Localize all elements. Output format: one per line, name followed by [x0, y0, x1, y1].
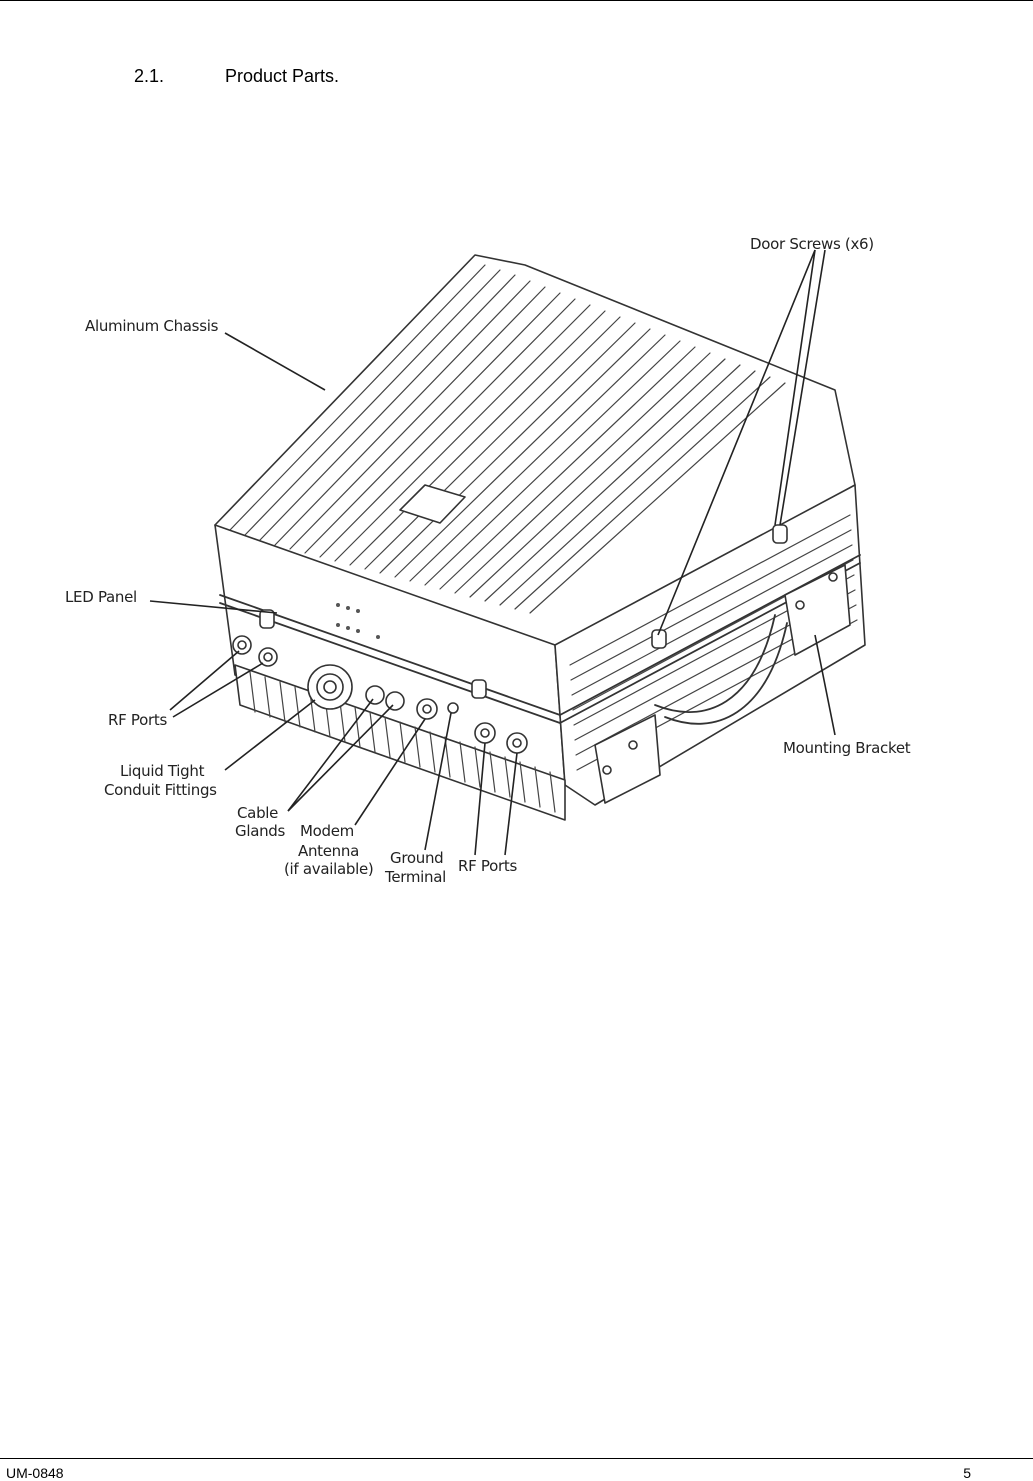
label-rf-ports-bottom: RF Ports [458, 857, 517, 875]
label-cable-glands-line1: Cable [237, 804, 278, 822]
product-parts-figure: Door Screws (x6) Aluminum Chassis LED Pa… [55, 225, 955, 895]
label-mounting-bracket: Mounting Bracket [783, 739, 911, 757]
section-heading: 2.1. Product Parts. [134, 66, 339, 87]
label-led-panel: LED Panel [65, 588, 137, 606]
label-cable-glands-line2: Glands [235, 822, 286, 840]
leader-lines [149, 249, 836, 856]
bottom-rule [0, 1458, 1033, 1459]
section-title: Product Parts. [225, 66, 340, 86]
label-modem-line3: (if available) [284, 860, 373, 878]
label-aluminum-chassis: Aluminum Chassis [85, 317, 219, 335]
section-number: 2.1. [134, 66, 165, 86]
label-door-screws: Door Screws (x6) [750, 235, 874, 253]
chassis-drawing [214, 254, 866, 821]
callout-labels: Door Screws (x6) Aluminum Chassis LED Pa… [65, 235, 911, 886]
label-conduit-line2: Conduit Fittings [104, 781, 217, 799]
top-rule [0, 0, 1033, 1]
label-modem-line2: Antenna [298, 842, 359, 860]
label-conduit-line1: Liquid Tight [120, 762, 205, 780]
footer-page-number: 5 [963, 1465, 971, 1481]
product-illustration: Door Screws (x6) Aluminum Chassis LED Pa… [65, 235, 911, 886]
footer-doc-id: UM-0848 [6, 1465, 64, 1481]
label-ground-line2: Terminal [384, 868, 446, 886]
label-ground-line1: Ground [390, 849, 443, 867]
label-rf-ports-left: RF Ports [108, 711, 167, 729]
label-modem-line1: Modem [300, 822, 354, 840]
